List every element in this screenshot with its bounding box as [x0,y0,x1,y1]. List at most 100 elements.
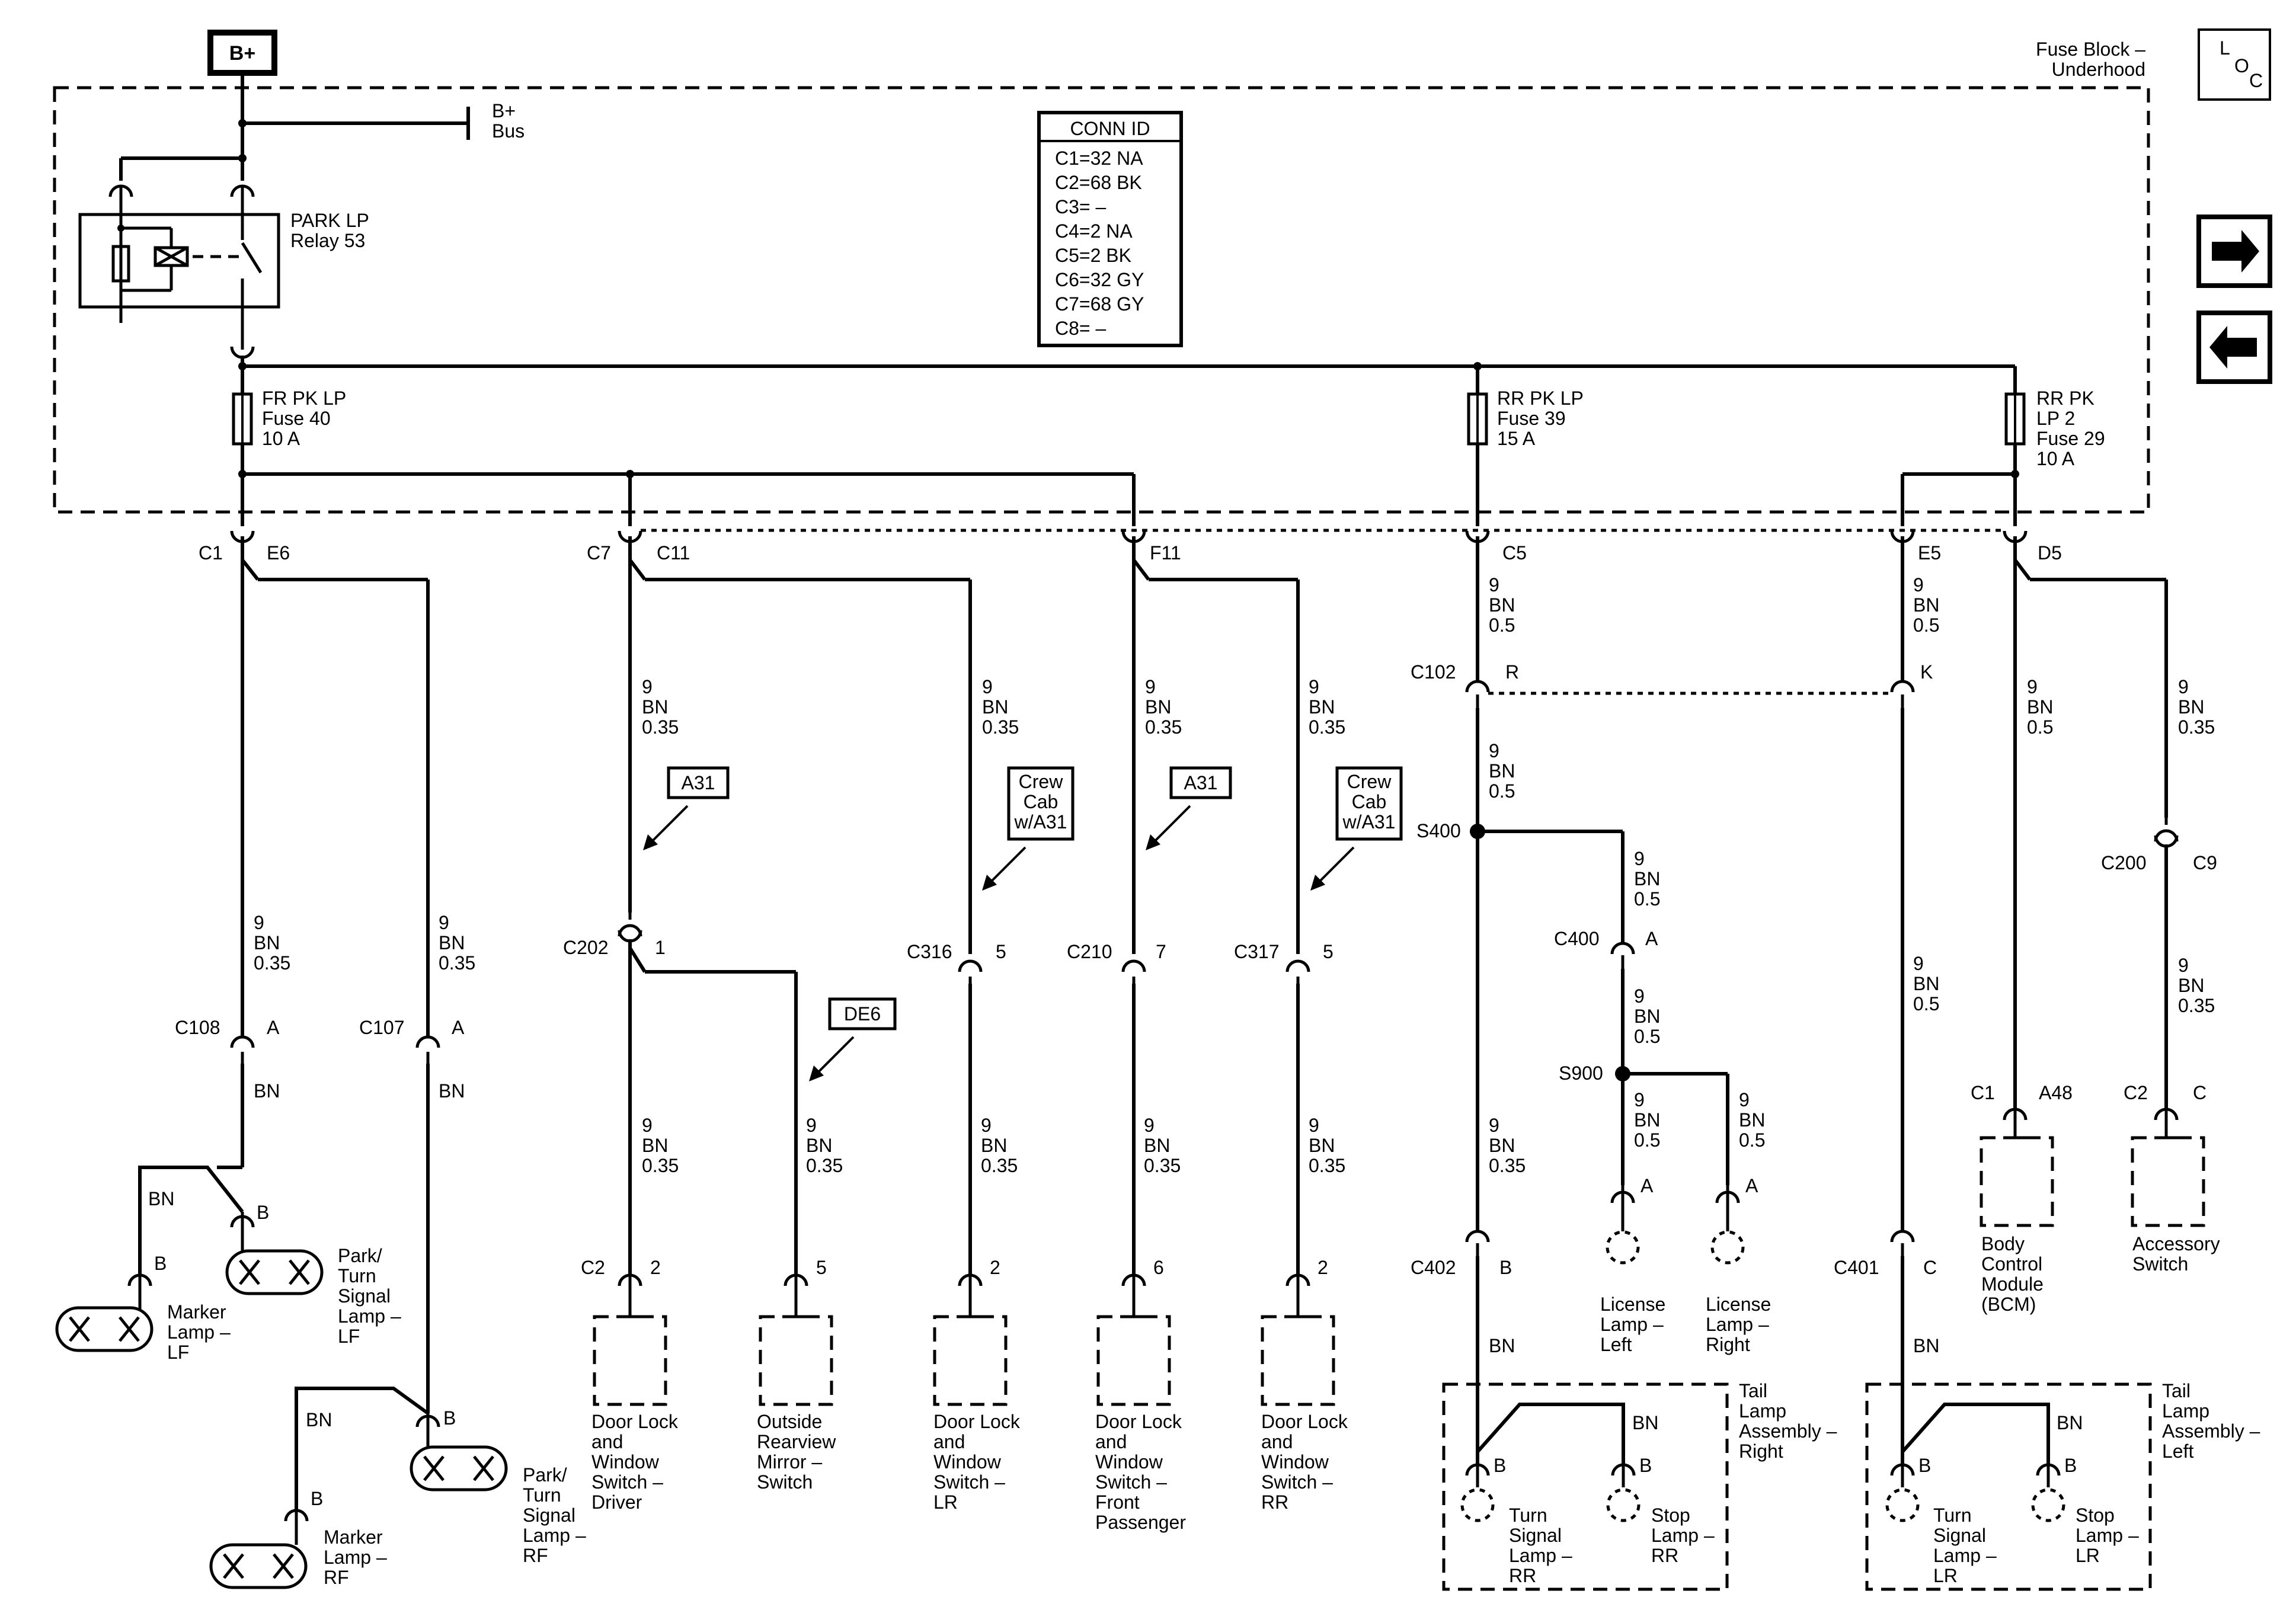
fuse-39-rating: 15 A [1497,428,1536,449]
conn-e6: E6 [267,542,290,564]
marker-rf-label: Marker [324,1526,383,1548]
wire-size: 0.35 [1144,1155,1181,1176]
conn-id-row: C8= – [1055,318,1106,339]
fp-label: Switch – [1095,1471,1167,1493]
turn-rr-label: Turn [1509,1505,1547,1526]
wire-gauge: 9 [981,1115,992,1136]
door-lock-switch-lr: 2 Door Lock and Window Switch – LR [933,1257,1021,1513]
wire-color: BN [806,1135,832,1156]
driver-conn: C2 [581,1257,605,1278]
conn-c316-pin: 5 [996,941,1006,962]
wire-color: BN [1739,1109,1765,1131]
wire-gauge: 9 [642,676,653,697]
wire-color-bn: BN [148,1188,174,1209]
license-lamp-right: A License Lamp – Right [1706,1175,1771,1355]
wire-color-bn: BN [2057,1412,2083,1433]
tail-lamp-assembly-left: Tail Lamp Assembly – Left BN B Turn Sign… [1865,1380,2260,1591]
marker-lf-label: LF [167,1342,189,1363]
fp-label: and [1095,1431,1127,1452]
wire-size: 0.35 [982,716,1019,738]
option-crew-cab-callout-lr: Crew Cab w/A31 [982,766,1075,891]
park-turn-lamp-rf: B Park/ Turn Signal Lamp – RF [411,1407,586,1566]
bcm-label: Module [1981,1273,2044,1295]
wire-color: BN [2178,975,2204,996]
lr-label: LR [933,1491,958,1513]
mirror-label: Outside [757,1411,822,1432]
wire-color: BN [1913,594,1939,616]
wire-color: BN [1913,973,1939,994]
connector-c107: C107 A [359,1017,465,1064]
stop-rr-label: Stop [1651,1505,1690,1526]
fp-label: Window [1095,1451,1163,1473]
option-de6-callout: DE6 [809,997,897,1081]
connector-c102: C102 R K [1411,661,1933,708]
tail-right-label: Lamp [1739,1400,1786,1422]
power-source-label: B+ [229,42,255,65]
fuse-39: RR PK LP Fuse 39 15 A [1467,366,1584,449]
lic-right-label: Right [1706,1334,1750,1355]
rr-label: Switch – [1261,1471,1333,1493]
fp-pin: 6 [1153,1257,1164,1278]
bus-label-line1: B+ [492,100,516,121]
fuse-39-name: RR PK LP [1497,388,1584,409]
turn-lr-label: Turn [1933,1505,1972,1526]
turn-lr-label: LR [1933,1565,1958,1586]
conn-c5: C5 [1502,542,1527,564]
conn-c402-pin: B [1499,1257,1512,1278]
wire-gauge: 9 [254,912,264,933]
loc-icon-l: L [2220,37,2230,59]
wire-size: 0.35 [981,1155,1018,1176]
fuse-29-name-line2: LP 2 [2036,408,2075,429]
wire-color: BN [254,932,280,953]
mirror-label: Switch [757,1471,813,1493]
wire-color: BN [981,1135,1007,1156]
conn-id-row: C2=68 BK [1055,172,1142,193]
loc-icon[interactable]: L O C [2198,28,2271,101]
relay-name: PARK LP [290,210,369,231]
lr-label: Switch – [933,1471,1005,1493]
rr-label: Window [1261,1451,1329,1473]
wire-gauge: 9 [1913,574,1924,596]
left-arrow-icon[interactable] [2196,311,2272,384]
wire-color: BN [1309,1135,1335,1156]
lic-right-label: License [1706,1294,1771,1315]
acc-conn: C2 [2124,1082,2148,1103]
conn-id-title: CONN ID [1070,118,1150,139]
wire-color: BN [642,1135,668,1156]
power-source-box: B+ [207,30,277,76]
conn-e5: E5 [1918,542,1941,564]
turn-rr-label: Signal [1509,1525,1562,1546]
mirror-label: Rearview [757,1431,836,1452]
acc-pin: C [2193,1082,2207,1103]
lic-left-label: Left [1600,1334,1632,1355]
conn-c107: C107 [359,1017,405,1038]
conn-c7: C7 [587,542,611,564]
wire-gauge: 9 [439,912,449,933]
option-crew-cab: Cab [1352,791,1387,812]
accessory-switch: C2 C Accessory Switch [2124,1082,2220,1275]
conn-c316: C316 [907,941,952,962]
wire-color: BN [1489,1135,1515,1156]
fp-label: Front [1095,1491,1140,1513]
fuse-29-name-line1: RR PK [2036,388,2094,409]
wire-size: 0.5 [1913,614,1939,636]
park-lf-label: Turn [338,1265,376,1286]
park-rf-pin: B [443,1407,456,1429]
conn-c402: C402 [1411,1257,1456,1278]
fuse-40-name: FR PK LP [262,388,346,409]
connector-c316: C316 5 [907,941,1006,984]
wire-color: BN [1634,868,1660,889]
conn-c102: C102 [1411,661,1456,683]
acc-label: Accessory [2132,1233,2220,1254]
conn-c108-pin: A [267,1017,280,1038]
lic-right-label: Lamp – [1706,1314,1769,1335]
license-lamp-left: A License Lamp – Left [1600,1175,1665,1355]
conn-id-row: C1=32 NA [1055,148,1143,169]
driver-label: Window [591,1451,660,1473]
loc-icon-o: O [2234,55,2249,76]
marker-lf-label: Marker [167,1301,226,1323]
option-crew-cab: w/A31 [1014,811,1067,833]
conn-c11: C11 [657,542,690,564]
right-arrow-icon[interactable] [2196,215,2272,288]
wire-color: BN [1144,1135,1170,1156]
